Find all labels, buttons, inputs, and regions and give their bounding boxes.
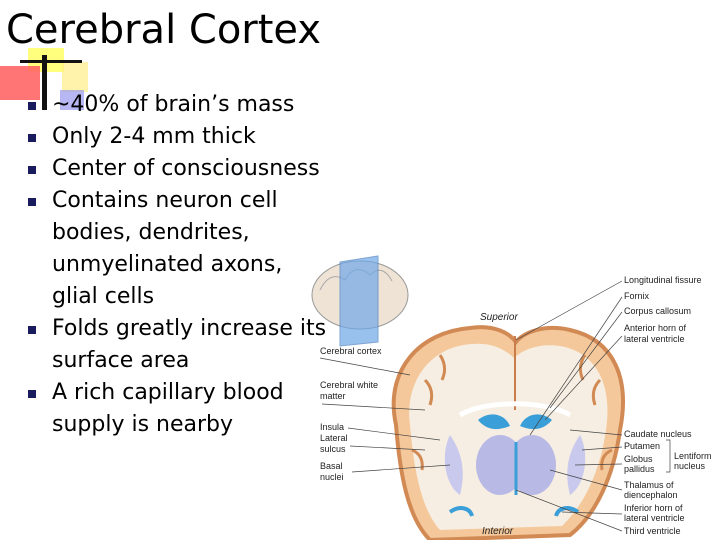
coronal-section	[391, 325, 625, 543]
label-longitudinal-fissure: Longitudinal fissure	[624, 275, 702, 285]
label-globus-pallidus: Globus	[624, 454, 653, 464]
bullet-text: ~40% of brain’s mass	[52, 92, 295, 117]
bullet-square-icon	[28, 326, 36, 334]
brain-orientation-inset	[311, 255, 409, 347]
label-corpus-callosum: Corpus callosum	[624, 306, 691, 316]
label-anterior-horn-2: lateral ventricle	[624, 334, 685, 344]
bullet-item: Contains neuron cell bodies, dendrites, …	[28, 185, 322, 313]
label-lentiform-nucleus-2: nucleus	[674, 461, 706, 471]
label-caudate-nucleus: Caudate nucleus	[624, 429, 692, 439]
label-anterior-horn: Anterior horn of	[624, 323, 687, 333]
label-putamen: Putamen	[624, 441, 660, 451]
label-lentiform-nucleus: Lentiform	[674, 451, 712, 461]
label-lateral-sulcus-2: sulcus	[320, 444, 346, 454]
bullet-square-icon	[28, 134, 36, 142]
label-fornix: Fornix	[624, 291, 650, 301]
label-globus-pallidus-2: pallidus	[624, 464, 655, 474]
label-insula: Insula	[320, 422, 344, 432]
bullet-text: A rich capillary blood supply is nearby	[52, 380, 284, 437]
bullet-square-icon	[28, 166, 36, 174]
bullet-square-icon	[28, 198, 36, 206]
inferior-label: Interior	[482, 526, 514, 537]
bullet-text: Center of consciousness	[52, 156, 320, 181]
label-thalamus-2: diencephalon	[624, 490, 678, 500]
label-cerebral-white-matter: Cerebral white	[320, 380, 378, 390]
bullet-item: Folds greatly increase its surface area	[28, 313, 382, 377]
bullet-item: ~40% of brain’s mass	[28, 89, 368, 121]
left-labels: Cerebral cortex Cerebral white matter In…	[319, 346, 451, 482]
bullet-item: Center of consciousness	[28, 153, 368, 185]
label-lateral-sulcus: Lateral	[320, 433, 348, 443]
bullet-text: Folds greatly increase its surface area	[52, 316, 327, 373]
bullet-item: Only 2-4 mm thick	[28, 121, 368, 153]
bullet-square-icon	[28, 102, 36, 110]
label-inferior-horn: Inferior horn of	[624, 503, 683, 513]
bullet-text: Contains neuron cell bodies, dendrites, …	[52, 188, 283, 309]
label-basal-nuclei: Basal	[320, 461, 343, 471]
label-cerebral-white-matter-2: matter	[320, 391, 346, 401]
bullet-text: Only 2-4 mm thick	[52, 124, 256, 149]
bullet-item: A rich capillary blood supply is nearby	[28, 377, 332, 441]
slide-title: Cerebral Cortex	[6, 7, 321, 53]
bullet-list: ~40% of brain’s mass Only 2-4 mm thick C…	[28, 89, 368, 441]
label-thalamus: Thalamus of	[624, 480, 674, 490]
label-inferior-horn-2: lateral ventricle	[624, 513, 685, 523]
brain-coronal-section-figure: Superior Cerebral co	[300, 250, 720, 543]
superior-label: Superior	[480, 312, 518, 323]
right-labels: Longitudinal fissure Fornix Corpus callo…	[515, 275, 712, 536]
label-basal-nuclei-2: nuclei	[320, 472, 344, 482]
label-cerebral-cortex: Cerebral cortex	[320, 346, 382, 356]
title-decoration	[0, 0, 110, 112]
bullet-square-icon	[28, 390, 36, 398]
label-third-ventricle: Third ventricle	[624, 526, 681, 536]
